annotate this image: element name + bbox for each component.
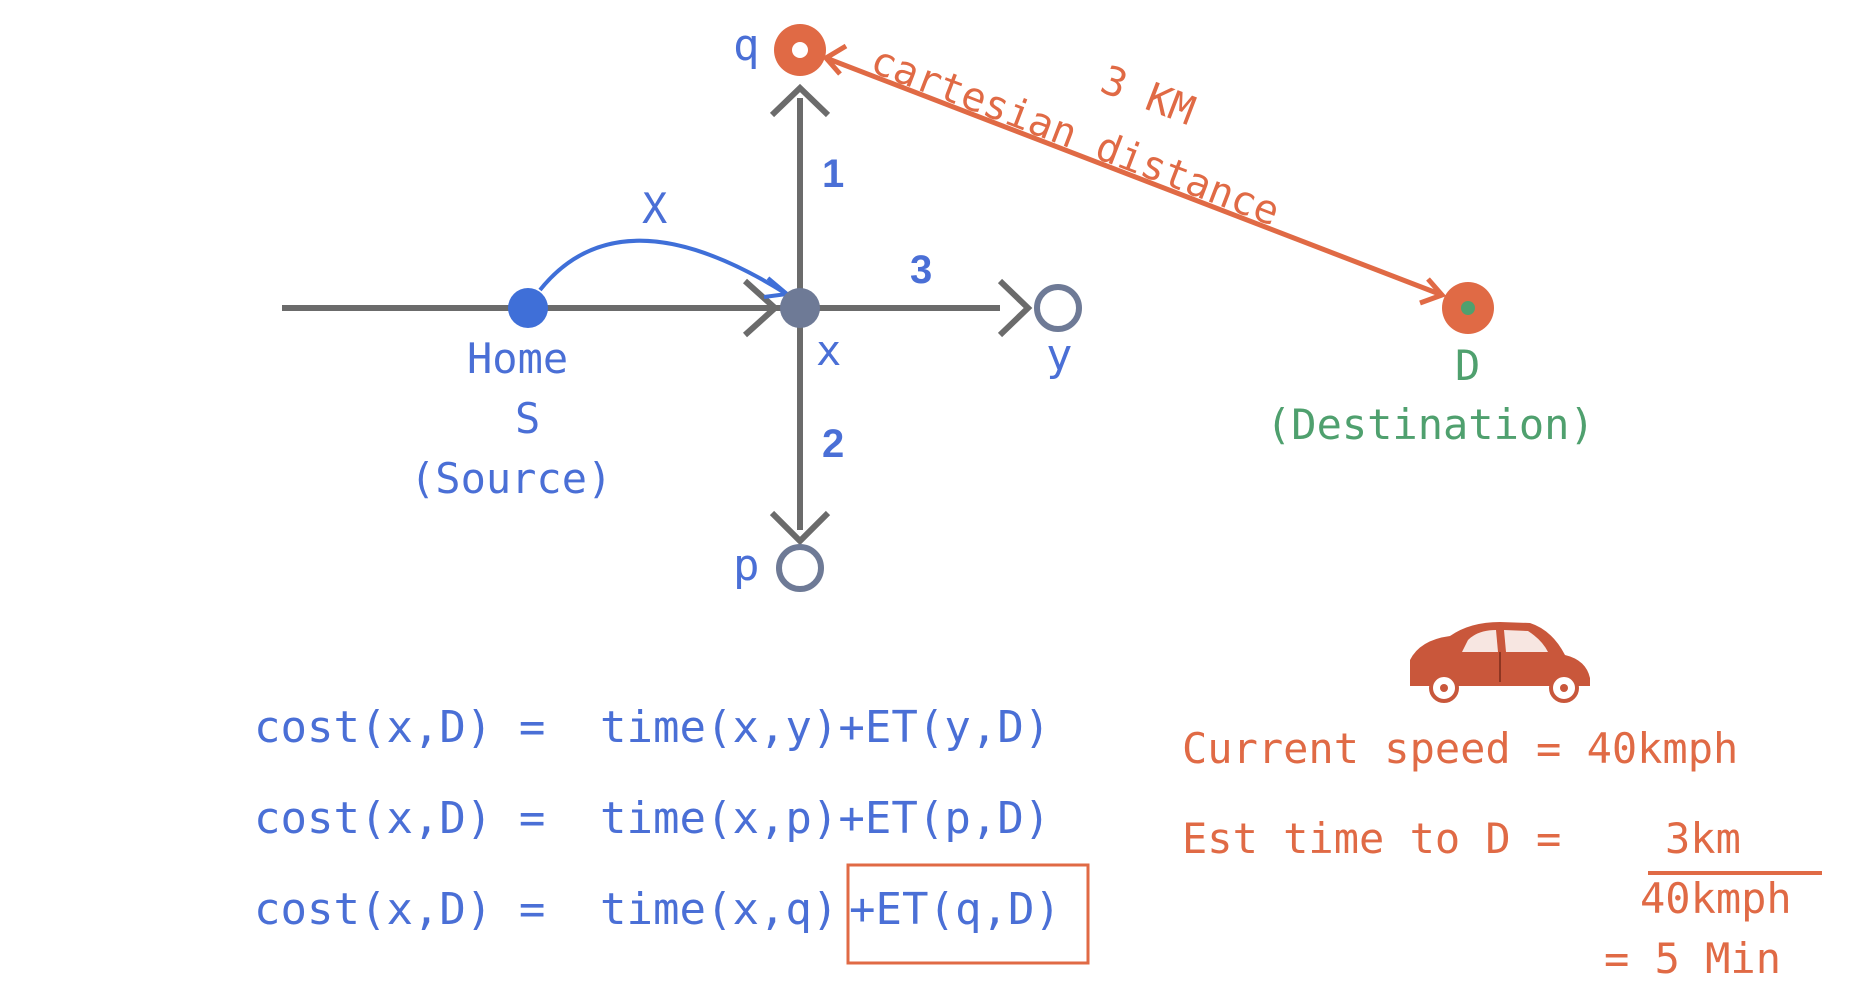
equation-1-left: cost(x,D) = <box>254 702 546 753</box>
distance-arrowhead-d-icon <box>1419 277 1447 306</box>
equation-2-right: time(x,p)+ET(p,D) <box>600 793 1051 844</box>
source-label-s: S <box>515 394 541 443</box>
edge-label-x: X <box>642 184 668 233</box>
arrowhead-down-icon <box>769 510 831 546</box>
q-label: q <box>733 20 760 71</box>
edge-label-2: 2 <box>822 422 845 466</box>
p-label: p <box>733 540 760 591</box>
equation-1-right: time(x,y)+ET(y,D) <box>600 702 1051 753</box>
equation-3-et: +ET(q,D) <box>849 884 1061 935</box>
arrowhead-right-to-x-icon <box>742 278 780 338</box>
fraction-numerator: 3km <box>1665 814 1741 863</box>
est-time-result: = 5 Min <box>1604 934 1782 983</box>
arrowhead-up-icon <box>769 83 831 118</box>
y-label: y <box>1046 330 1073 381</box>
equation-2-left: cost(x,D) = <box>254 793 546 844</box>
p-node <box>776 544 824 592</box>
edge-label-3: 3 <box>910 248 933 292</box>
est-time-label: Est time to D = <box>1182 814 1562 863</box>
source-label-home: Home <box>467 334 569 383</box>
equation-3-left: cost(x,D) = <box>254 884 546 935</box>
y-node <box>1034 284 1082 332</box>
equation-3-time: time(x,q) <box>600 884 839 935</box>
edge-curve-x <box>538 238 787 295</box>
dest-label-d: D <box>1455 341 1481 390</box>
q-node-center <box>792 42 808 58</box>
x-label: x <box>816 326 842 375</box>
fraction-denominator: 40kmph <box>1640 874 1792 923</box>
current-speed-text: Current speed = 40kmph <box>1182 724 1739 773</box>
distance-arrowhead-q-icon <box>822 43 848 76</box>
distance-line <box>825 55 1443 298</box>
source-label-source: (Source) <box>410 454 613 503</box>
car-icon <box>1410 622 1590 703</box>
dest-label-destination: (Destination) <box>1266 400 1595 449</box>
edge-label-1: 1 <box>822 152 845 196</box>
source-node <box>508 288 548 328</box>
x-node <box>780 288 820 328</box>
destination-node-center <box>1461 301 1475 315</box>
highlight-box <box>846 863 1090 965</box>
arrowhead-right-to-y-icon <box>997 278 1033 338</box>
